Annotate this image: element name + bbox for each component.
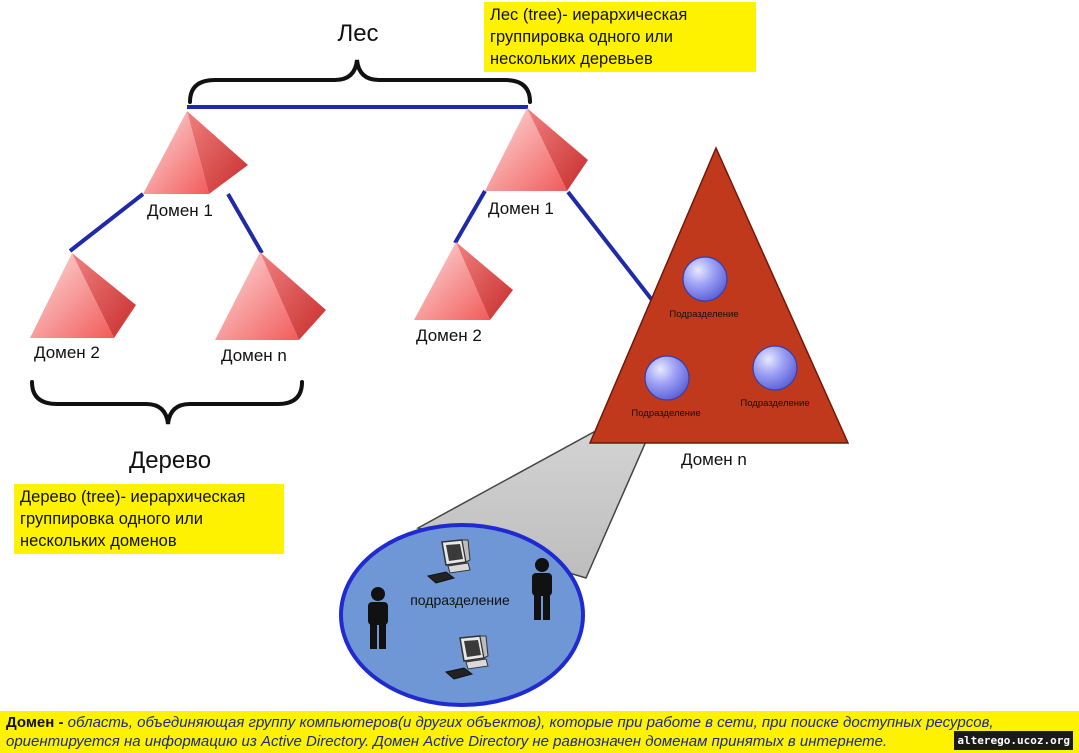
ou-label-right: Подразделение (740, 398, 809, 409)
footer-term: Домен - (6, 714, 64, 731)
forest-definition-note: Лес (tree)- иерархическая группировка од… (484, 2, 756, 72)
forest-label: Лес (337, 20, 378, 47)
tree-note-line: группировка одного или (20, 510, 204, 528)
computer-icon (426, 539, 471, 584)
tree-label: Дерево (129, 447, 211, 474)
link-left-root-child-b (226, 193, 264, 254)
ou-label-top: Подразделение (669, 309, 738, 320)
link-right-root-child (453, 190, 487, 244)
pyramid-left-child-b (215, 252, 326, 340)
label-left-child-b: Домен n (221, 346, 287, 365)
person-icon (532, 558, 552, 620)
ou-label-left: Подразделение (631, 408, 700, 419)
footer-definition: область, объединяющая группу компьютеров… (6, 714, 994, 750)
tree-brace (30, 380, 304, 425)
pyramid-left-child-a (30, 253, 136, 338)
ou-circle-left (644, 355, 690, 401)
ou-circle-right (752, 345, 798, 391)
domain-definition-footer: Домен - область, объединяющая группу ком… (0, 711, 1079, 753)
tree-note-line: Дерево (tree)- иерархическая (20, 488, 246, 506)
label-left-child-a: Домен 2 (34, 343, 100, 362)
zoom-ou-label: подразделение (410, 592, 510, 608)
label-left-root: Домен 1 (147, 201, 213, 220)
pyramid-right-root (485, 108, 588, 191)
pyramid-left-root (143, 111, 248, 194)
pyramid-right-child (414, 242, 513, 320)
site-watermark: alterego.ucoz.org (954, 731, 1073, 750)
label-right-root: Домен 1 (488, 199, 554, 218)
label-right-child: Домен 2 (416, 326, 482, 345)
link-right-root-big (566, 190, 654, 302)
computer-icon (444, 635, 489, 680)
link-left-root-child-a (68, 192, 145, 253)
tree-note-line: нескольких доменов (20, 532, 177, 550)
forest-note-line: нескольких деревьев (490, 50, 653, 68)
forest-brace (188, 59, 532, 104)
forest-note-line: Лес (tree)- иерархическая (490, 6, 688, 24)
person-icon (368, 587, 388, 649)
tree-definition-note: Дерево (tree)- иерархическая группировка… (14, 484, 284, 554)
forest-note-line: группировка одного или (490, 28, 674, 46)
zoom-ou-ellipse (339, 523, 585, 707)
ou-circle-top (682, 256, 728, 302)
label-big-domain: Домен n (681, 450, 747, 469)
